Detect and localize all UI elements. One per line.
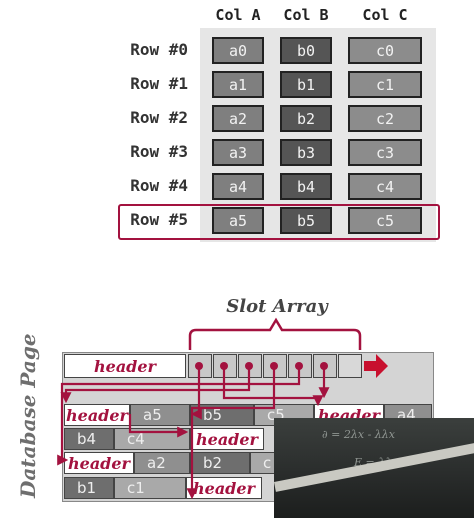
chalkboard-ledge (274, 441, 474, 492)
tuple-header: header (64, 404, 130, 426)
highlighted-row-outline (118, 204, 440, 240)
cell-c2: c2 (348, 105, 422, 132)
cell-a3: a3 (212, 139, 264, 166)
growth-arrow (364, 354, 388, 378)
cell-a2: a2 (212, 105, 264, 132)
cell-c4: c4 (348, 173, 422, 200)
tuple-header: header (64, 452, 134, 474)
tuple-value: c4 (114, 428, 190, 450)
tuple-value: a2 (134, 452, 190, 474)
row-label: Row #2 (130, 108, 188, 127)
row-label: Row #1 (130, 74, 188, 93)
cell-c3: c3 (348, 139, 422, 166)
tuple-header: header (186, 477, 262, 499)
cell-b4: b4 (280, 173, 332, 200)
tuple-header: header (190, 428, 264, 450)
cell-a5: a5 (212, 207, 264, 234)
tuple-value: b1 (64, 477, 114, 499)
column-header-c: Col C (362, 6, 408, 24)
tuple-value: b2 (190, 452, 250, 474)
slot (338, 354, 362, 378)
row-label: Row #3 (130, 142, 188, 161)
tuple-value: c1 (114, 477, 186, 499)
cell-c1: c1 (348, 71, 422, 98)
row-label: Row #5 (130, 210, 188, 229)
cell-a4: a4 (212, 173, 264, 200)
cell-b3: b3 (280, 139, 332, 166)
tuple-value: b5 (190, 404, 254, 426)
cell-c0: c0 (348, 37, 422, 64)
cell-c5: c5 (348, 207, 422, 234)
cell-b5: b5 (280, 207, 332, 234)
column-header-a: Col A (215, 6, 261, 24)
column-header-b: Col B (283, 6, 329, 24)
slot-array-label: Slot Array (226, 296, 328, 317)
cell-b0: b0 (280, 37, 332, 64)
cell-a0: a0 (212, 37, 264, 64)
chalk-text-line: ∂ = 2λx - λλx (322, 428, 395, 441)
cell-b1: b1 (280, 71, 332, 98)
video-overlay: ∂ = 2λx - λλx E = λλx² (274, 418, 474, 518)
row-label: Row #4 (130, 176, 188, 195)
page-header: header (64, 354, 186, 378)
cell-b2: b2 (280, 105, 332, 132)
row-label: Row #0 (130, 40, 188, 59)
slot-array-brace (188, 317, 362, 350)
cell-a1: a1 (212, 71, 264, 98)
tuple-value: a5 (130, 404, 190, 426)
tuple-value: b4 (64, 428, 114, 450)
